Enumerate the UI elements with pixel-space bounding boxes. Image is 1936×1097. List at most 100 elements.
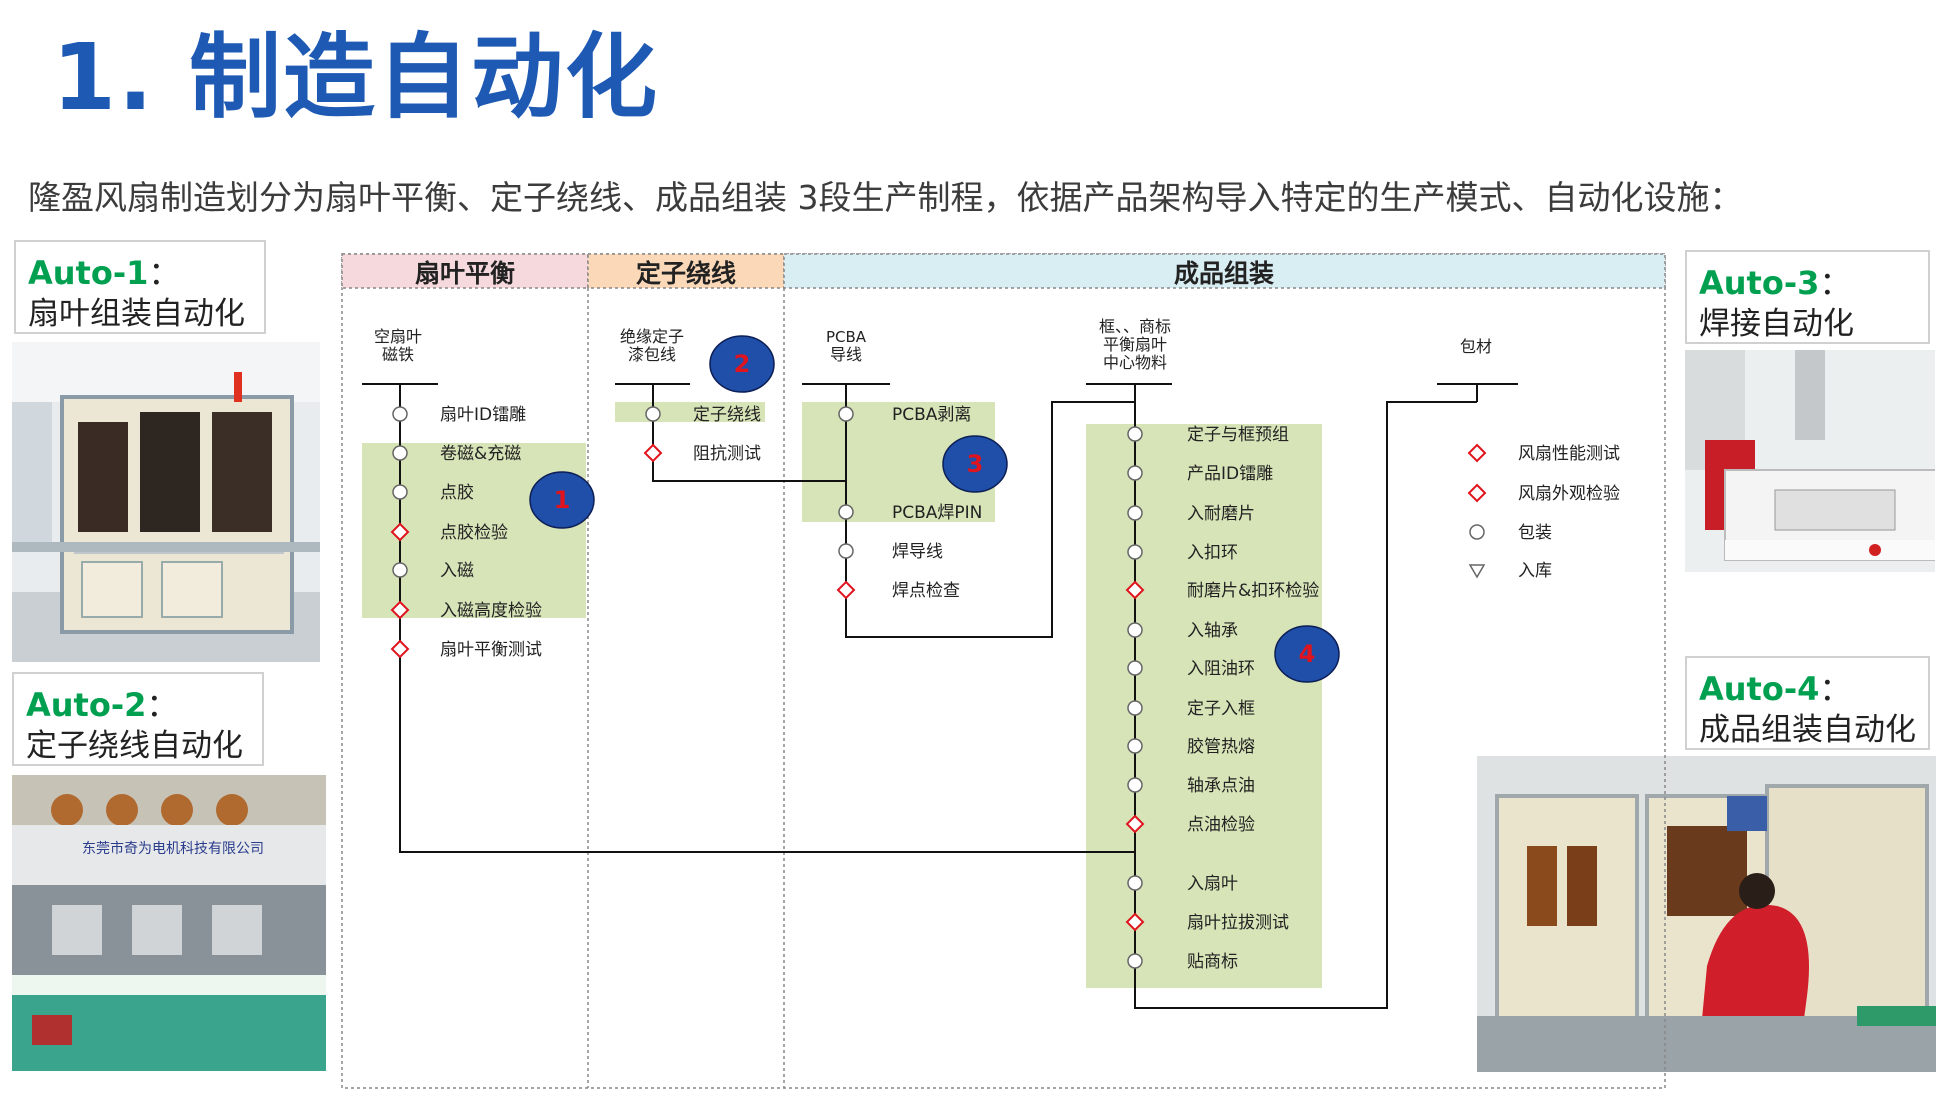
step-group-badge: [529, 471, 595, 529]
process-step-label: 定子入框: [1187, 699, 1255, 719]
process-step-label: 产品ID镭雕: [1187, 464, 1273, 484]
photo-final-assembly-line: [1477, 756, 1936, 1072]
section-header-final-assembly: [783, 253, 1666, 289]
process-step-label: 入磁: [440, 561, 474, 581]
storage-step-node: [1468, 564, 1486, 579]
inspection-step-node: [1467, 483, 1487, 503]
step-group-badge-number: 4: [1299, 640, 1316, 668]
step-group-badge: [942, 435, 1008, 493]
process-step-node: [1127, 953, 1143, 969]
auto-2-box: Auto-2： 定子绕线自动化: [12, 672, 264, 766]
process-step-node: [392, 484, 408, 500]
inspection-step-node: [1125, 814, 1145, 834]
section-label-stator-winding: 定子绕线: [636, 259, 736, 288]
process-step-node: [392, 445, 408, 461]
auto-2-colon: ：: [146, 686, 179, 724]
process-step-label: 焊点检查: [892, 581, 960, 601]
photo-soldering-machine: [1685, 350, 1935, 572]
section-label-final-assembly: 成品组装: [1174, 259, 1274, 288]
process-step-node: [1127, 544, 1143, 560]
auto-4-box: Auto-4： 成品组装自动化: [1685, 656, 1930, 750]
photo-fan-blade-machine: [12, 342, 320, 662]
process-step-node: [1127, 777, 1143, 793]
process-step-label: 入扇叶: [1187, 874, 1238, 894]
process-step-label: 扇叶ID镭雕: [440, 405, 526, 425]
col4-header-line1: 框、、商标: [1099, 317, 1171, 336]
process-step-node: [1127, 426, 1143, 442]
process-step-node: [838, 504, 854, 520]
process-step-node: [392, 406, 408, 422]
highlight-region-4: [1086, 424, 1322, 988]
process-step-label: 风扇外观检验: [1518, 484, 1620, 504]
process-step-label: 入耐磨片: [1187, 504, 1255, 524]
process-step-label: 点胶: [440, 483, 474, 503]
process-step-node: [1127, 465, 1143, 481]
diagram-frame: [341, 253, 1666, 1089]
process-step-label: PCBA焊PIN: [892, 503, 982, 523]
inspection-step-node: [1125, 912, 1145, 932]
auto-1-label: Auto-1: [28, 254, 149, 292]
process-step-label: 入阻油环: [1187, 659, 1255, 679]
process-step-node: [838, 543, 854, 559]
process-step-label: PCBA剥离: [892, 405, 971, 425]
inspection-step-node: [390, 522, 410, 542]
process-step-label: 入磁高度检验: [440, 601, 542, 621]
process-step-label: 耐磨片&扣环检验: [1187, 581, 1319, 601]
auto-1-box: Auto-1： 扇叶组装自动化: [14, 240, 266, 334]
col4-flow-line: [1134, 384, 1477, 1009]
process-step-label: 点油检验: [1187, 815, 1255, 835]
process-step-node: [1127, 622, 1143, 638]
process-step-node: [645, 406, 661, 422]
process-step-label: 入轴承: [1187, 621, 1238, 641]
process-step-label: 轴承点油: [1187, 776, 1255, 796]
process-step-node: [1127, 660, 1143, 676]
inspection-step-node: [390, 639, 410, 659]
auto-2-desc: 定子绕线自动化: [26, 728, 243, 764]
step-group-badge: [1274, 625, 1340, 683]
photo-stator-winding-machine: 东莞市奇为电机科技有限公司: [12, 775, 326, 1071]
auto-3-colon: ：: [1819, 264, 1852, 302]
process-step-label: 定子绕线: [693, 405, 761, 425]
process-step-label: 点胶检验: [440, 523, 508, 543]
auto-4-colon: ：: [1819, 670, 1852, 708]
inspection-step-node: [836, 580, 856, 600]
step-group-badge-number: 3: [967, 450, 984, 478]
step-group-badge: [709, 335, 775, 393]
process-step-node: [1127, 738, 1143, 754]
step-group-badge-number: 1: [554, 486, 571, 514]
section-header-fan-balance: [341, 253, 589, 289]
process-step-label: 入扣环: [1187, 543, 1238, 563]
process-step-label: 焊导线: [892, 542, 943, 562]
col3-header-line1: PCBA: [826, 328, 867, 346]
step-group-badge-number: 2: [734, 350, 751, 378]
process-step-label: 风扇性能测试: [1518, 444, 1620, 464]
col3-header-line2: 导线: [830, 345, 862, 364]
process-step-label: 包装: [1518, 523, 1552, 543]
section-label-fan-balance: 扇叶平衡: [415, 259, 515, 288]
photo-company-banner: 东莞市奇为电机科技有限公司: [82, 840, 264, 857]
process-step-label: 胶管热熔: [1187, 737, 1255, 757]
auto-3-label: Auto-3: [1699, 264, 1820, 302]
process-step-node: [1469, 524, 1485, 540]
inspection-step-node: [390, 600, 410, 620]
process-step-label: 扇叶拉拔测试: [1187, 913, 1289, 933]
process-step-label: 卷磁&充磁: [440, 444, 521, 464]
inspection-step-node: [643, 443, 663, 463]
inspection-step-node: [1125, 580, 1145, 600]
process-step-label: 入库: [1518, 561, 1552, 581]
col2-header-line1: 绝缘定子: [620, 327, 684, 346]
page-title: 1. 制造自动化: [52, 24, 659, 131]
auto-4-desc: 成品组装自动化: [1699, 712, 1916, 748]
col4-header-line3: 中心物料: [1103, 353, 1167, 372]
process-step-node: [1127, 700, 1143, 716]
col1-header-line2: 磁铁: [382, 345, 414, 364]
auto-1-colon: ：: [148, 254, 181, 292]
auto-2-label: Auto-2: [26, 686, 147, 724]
process-step-label: 阻抗测试: [693, 444, 761, 464]
process-step-node: [1127, 875, 1143, 891]
col4-header-line2: 平衡扇叶: [1103, 335, 1167, 354]
inspection-step-node: [1467, 443, 1487, 463]
page-subtitle: 隆盈风扇制造划分为扇叶平衡、定子绕线、成品组装 3段生产制程，依据产品架构导入特…: [28, 178, 1743, 217]
process-step-label: 扇叶平衡测试: [440, 640, 542, 660]
